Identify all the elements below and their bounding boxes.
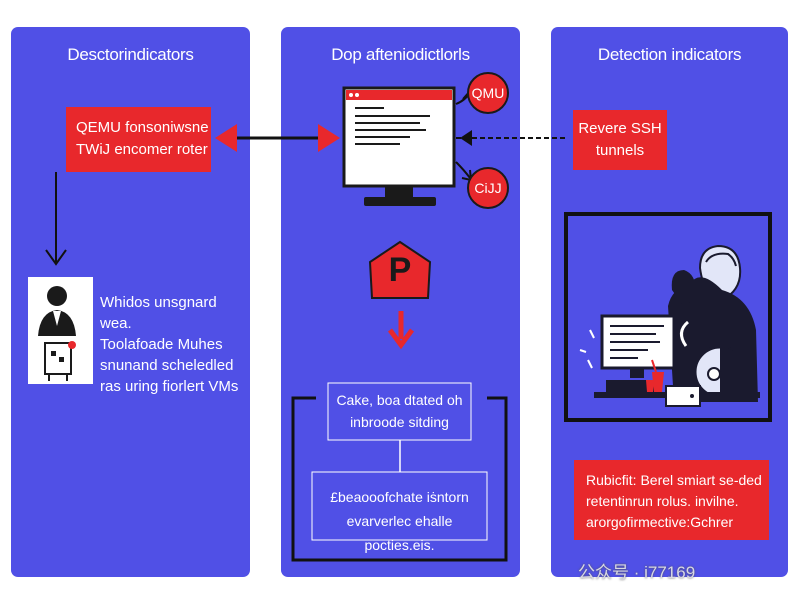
red-box-right: Revere SSH tunnels bbox=[573, 110, 667, 170]
lower-box-line: £beaooofchate iṡntorn bbox=[330, 489, 469, 505]
illustration-frame bbox=[564, 212, 772, 422]
user-text-line: snunand scheledled bbox=[100, 357, 234, 374]
red-box-line: Rubicfit: Berel smiart se-ded bbox=[586, 472, 762, 488]
red-box-line: QEMU fonsoniwsne bbox=[76, 119, 209, 136]
red-box-left: QEMU fonsoniwsne TWiJ encomer roter bbox=[66, 107, 211, 172]
upper-box-line: Cake, boa dtated oh bbox=[336, 392, 463, 408]
panel-title: Detection indicators bbox=[597, 45, 742, 64]
red-box-line: tunnels bbox=[595, 142, 645, 159]
badge-top bbox=[467, 72, 509, 114]
red-box-line: TWiJ encomer roter bbox=[76, 141, 208, 158]
bracket-frame bbox=[291, 396, 508, 562]
upper-box-text: Cake, boa dtated oh inbroode sitding bbox=[328, 389, 471, 433]
red-box-line: arorgofirmective:Gchrer bbox=[586, 514, 734, 530]
badge-bottom-label: CiJJ bbox=[474, 180, 502, 196]
lower-box-line: evarverlec ehalle pocties.eis. bbox=[346, 513, 453, 553]
red-box-line: retentinrun rolus. invilne. bbox=[586, 493, 739, 509]
connector-right bbox=[456, 130, 568, 146]
user-description: Whidos unsgnard wea. Toolafoade Muhes sn… bbox=[100, 292, 248, 397]
red-down-arrow bbox=[387, 311, 415, 350]
panel-title: Desctorindicators bbox=[67, 45, 194, 64]
lower-box-text: £beaooofchate iṡntorn evarverlec ehalle … bbox=[312, 485, 487, 557]
user-text-line: ras uring fiorlert VMs bbox=[100, 378, 239, 395]
pentagon-letter: P bbox=[388, 251, 412, 289]
text-box-lower bbox=[311, 471, 488, 541]
device-icon bbox=[44, 341, 76, 381]
panel-title: Dop afteniodictlorls bbox=[331, 45, 470, 64]
upper-box-line: inbroode sitding bbox=[350, 414, 449, 430]
down-arrow-left bbox=[45, 172, 67, 266]
user-icon bbox=[38, 286, 76, 336]
badge-bottom bbox=[467, 167, 509, 209]
watermark: 公众号 · i77169 bbox=[578, 563, 696, 582]
red-box-bottom-right: Rubicfit: Berel smiart se-ded retentinru… bbox=[574, 460, 769, 540]
user-text-line: Toolafoade Muhes bbox=[100, 336, 223, 353]
double-arrow-left bbox=[215, 124, 340, 152]
pentagon-icon bbox=[368, 240, 432, 299]
user-card bbox=[28, 277, 93, 384]
computer-monitor-icon bbox=[342, 86, 456, 206]
red-box-line: Revere SSH bbox=[578, 120, 662, 137]
workstation-illustration bbox=[579, 244, 760, 407]
user-text-line: Whidos unsgnard wea. bbox=[100, 294, 217, 332]
badge-top-label: QMU bbox=[471, 85, 505, 101]
